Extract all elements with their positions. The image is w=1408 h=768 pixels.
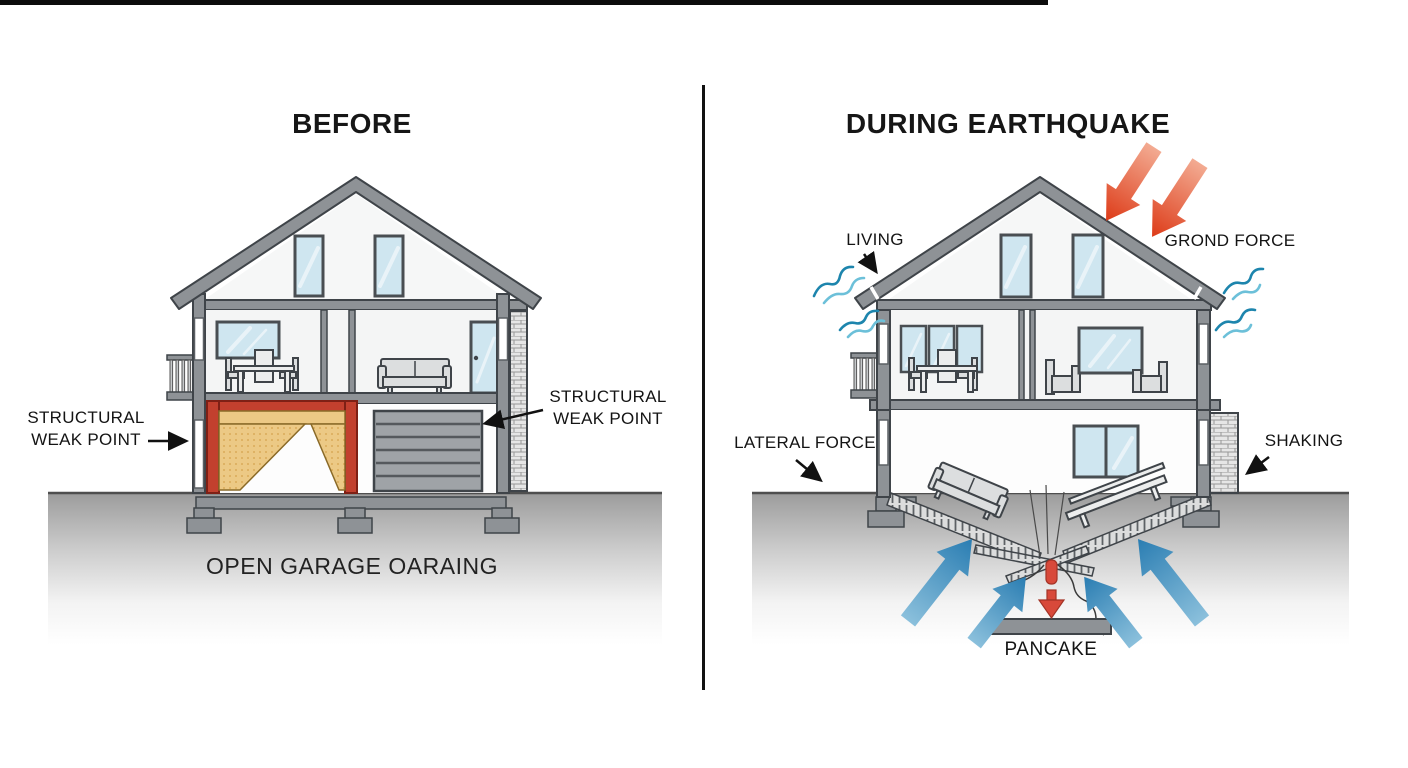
brick-column-during [1209,412,1239,494]
brick-column-before [509,310,528,492]
balcony-before [166,354,199,401]
ground-force-label: GROND FORCE [1164,231,1296,250]
weak-point-right-arrow [482,408,544,430]
curtain-right [309,423,346,491]
pancake-label: PANCAKE [1004,639,1098,660]
before-title: BEFORE [292,108,412,139]
living-arrow [857,250,878,275]
curtain-left [218,423,307,491]
balcony-during [850,352,883,399]
during-title: DURING EARTHQUAKE [845,108,1171,139]
attic-gable-during [885,194,1195,302]
attic-gable [201,194,511,302]
roof-before [170,176,542,310]
label-arrows [148,250,1270,483]
lateral-force-label: LATERAL FORCE [734,433,876,452]
garage-opening [206,400,358,494]
house-during [752,142,1349,649]
roof-during [854,176,1226,310]
attic-windows [293,234,405,298]
top-edge-bar [0,0,1048,5]
shaking-label: SHAKING [1264,431,1344,450]
roof-crack-right [1192,286,1203,300]
tilted-sofa [927,461,1009,521]
shaking-arrow [1245,454,1270,475]
sofa-before [377,358,452,395]
collapse-arrow-icon [1037,559,1066,620]
garage-door [372,409,484,493]
attic-floor-band [192,299,528,311]
attic-floor-band-during [876,299,1212,311]
large-window [1077,326,1144,375]
roof-crack-left [869,286,880,300]
armchair-right [1132,361,1168,393]
panel-divider [702,85,705,690]
tilted-bench [1064,461,1168,529]
pancake-slab [990,618,1112,635]
open-garage-caption: OPEN GARAGE OARAING [206,553,498,579]
weak-point-right-label: STRUCTURAL WEAK POINT [549,387,667,428]
ground-floor-window [1072,424,1140,479]
glass-door [469,320,501,395]
floor-band-during [869,399,1221,411]
shake-wave-icons [812,265,1265,339]
lateral-force-arrow [795,459,823,483]
attic-windows-during [999,233,1105,299]
dining-set-during [908,349,978,393]
living-label: LIVING [846,230,904,249]
uplift-arrow-icons [900,539,1210,649]
armchair-left [1045,359,1081,395]
weak-point-left-label: STRUCTURAL WEAK POINT [27,408,145,449]
foundation-before [186,496,520,534]
house-before [48,176,662,645]
roof-impact-arrow-icons [1106,142,1208,237]
